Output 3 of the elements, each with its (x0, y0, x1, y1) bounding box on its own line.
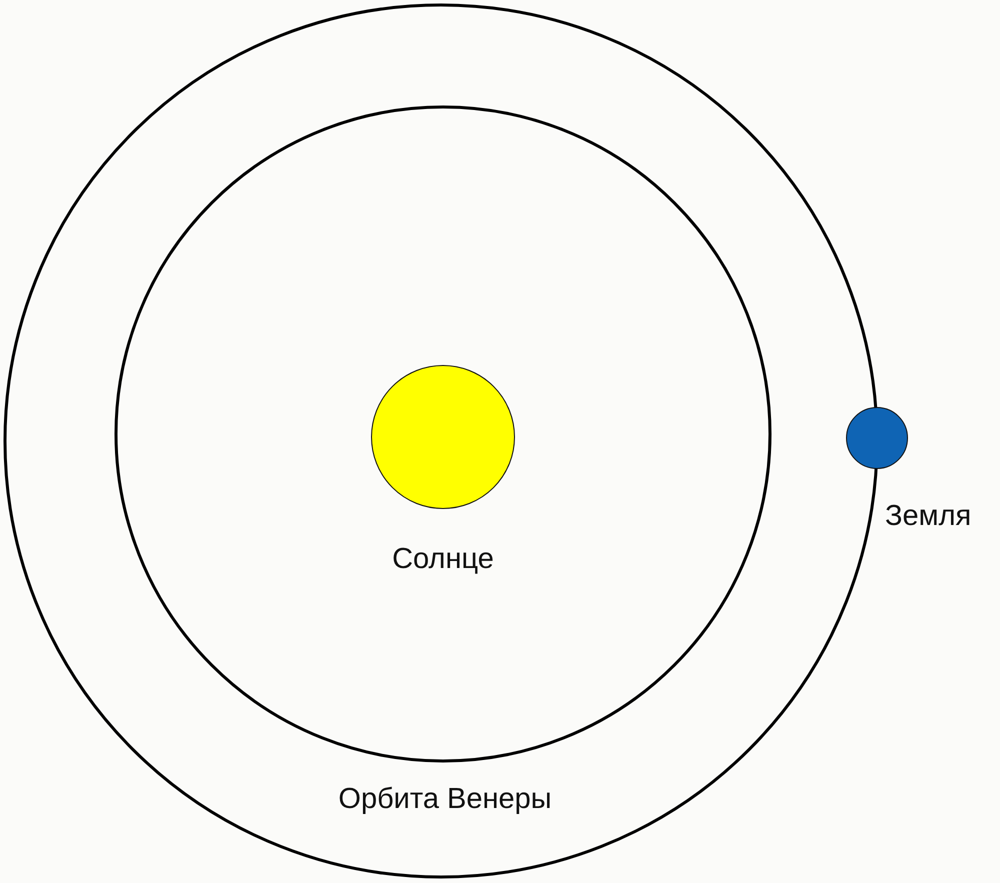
caption-text: Солнце (392, 543, 494, 576)
orbit-label: Орбита Венеры (338, 783, 552, 816)
caption-text: Земля (885, 500, 972, 533)
